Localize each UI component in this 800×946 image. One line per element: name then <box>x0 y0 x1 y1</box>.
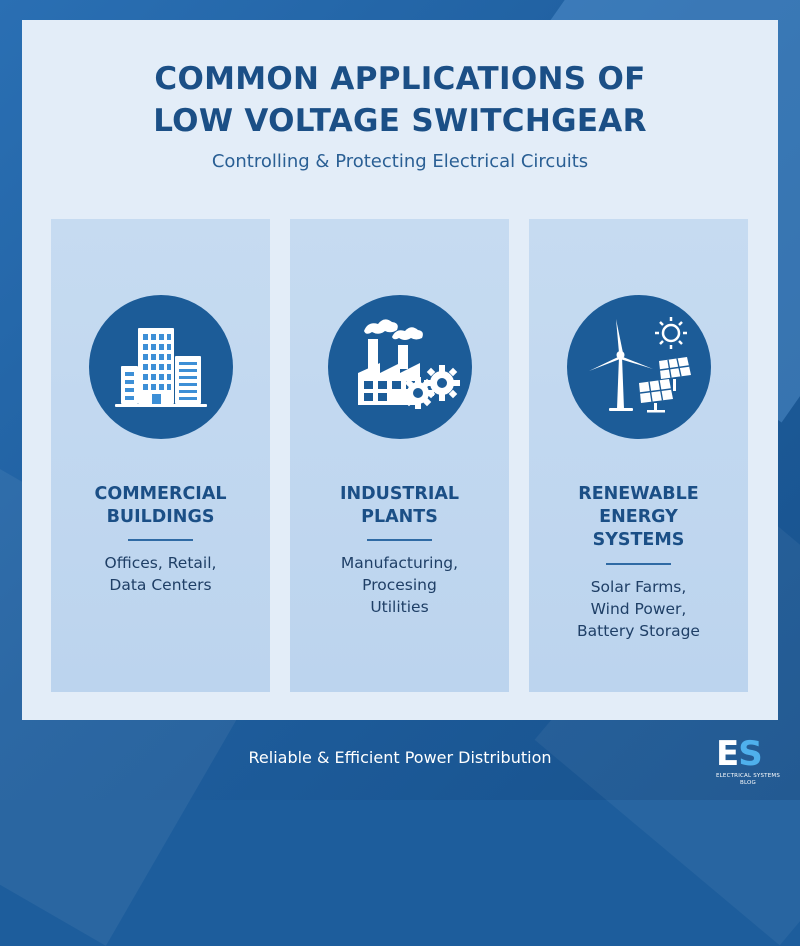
logo-letter-s: S <box>738 734 762 774</box>
icon-circle <box>89 295 233 439</box>
card-divider <box>128 539 193 541</box>
card-divider <box>606 563 671 565</box>
logo-text: ELECTRICAL SYSTEMS BLOG <box>715 773 781 786</box>
office-buildings-icon <box>115 328 207 407</box>
card-divider <box>367 539 432 541</box>
logo-mark: ES <box>716 734 763 774</box>
wind-turbine-solar-icon <box>589 317 691 413</box>
card-heading: INDUSTRIAL PLANTS <box>339 484 460 527</box>
card-commercial-buildings: COMMERCIAL BUILDINGS Offices, Retail, Da… <box>51 219 270 692</box>
footer-tagline: Reliable & Efficient Power Distribution <box>248 748 552 767</box>
logo-letter-e: E <box>716 734 739 774</box>
card-heading: RENEWABLE ENERGY SYSTEMS <box>578 484 699 550</box>
card-description: Solar Farms, Wind Power, Battery Storage <box>577 578 700 640</box>
factory-gears-icon <box>358 319 460 409</box>
card-description: Manufacturing, Procesing Utilities <box>340 554 459 616</box>
brand-logo: ES ELECTRICAL SYSTEMS BLOG <box>708 735 788 791</box>
page-title: COMMON APPLICATIONS OF LOW VOLTAGE SWITC… <box>153 61 647 139</box>
card-heading: COMMERCIAL BUILDINGS <box>94 484 227 527</box>
page-subtitle: Controlling & Protecting Electrical Circ… <box>211 151 589 172</box>
icon-circle <box>328 295 472 439</box>
card-industrial-plants: INDUSTRIAL PLANTS Manufacturing, Procesi… <box>290 219 509 692</box>
card-renewable-energy: RENEWABLE ENERGY SYSTEMS Solar Farms, Wi… <box>529 219 748 692</box>
card-description: Offices, Retail, Data Centers <box>104 554 217 594</box>
icon-circle <box>567 295 711 439</box>
